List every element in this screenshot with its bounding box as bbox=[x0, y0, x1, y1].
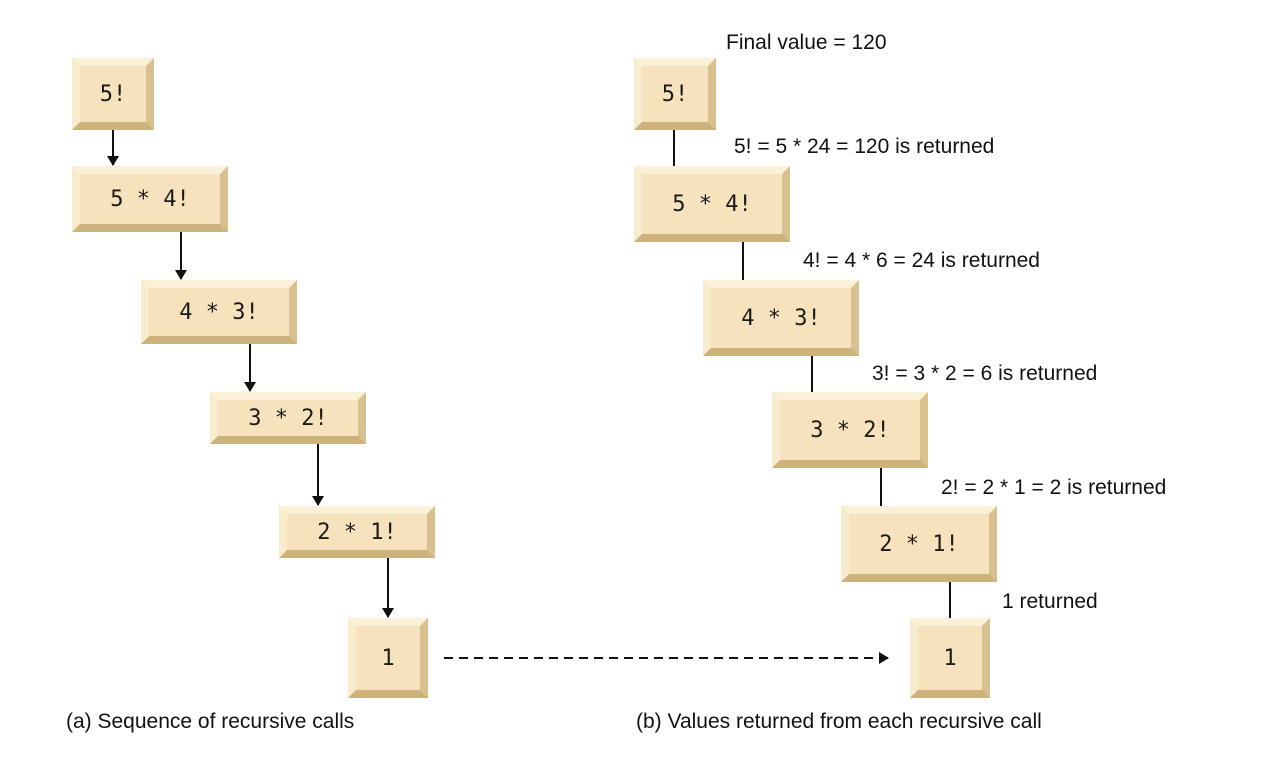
box-label: 1 bbox=[943, 645, 957, 671]
return-box-3-times-2-factorial: 3 * 2! bbox=[772, 392, 928, 468]
return-label-2-factorial: 2! = 2 * 1 = 2 is returned bbox=[941, 476, 1167, 499]
return-box-2-times-1-factorial: 2 * 1! bbox=[841, 506, 997, 582]
call-box-5-factorial: 5! bbox=[72, 58, 154, 130]
caption-panel-a: (a) Sequence of recursive calls bbox=[66, 710, 355, 733]
return-box-1: 1 bbox=[910, 618, 990, 698]
return-label-5-factorial: 5! = 5 * 24 = 120 is returned bbox=[734, 135, 995, 158]
return-box-4-times-3-factorial: 4 * 3! bbox=[703, 280, 859, 356]
box-label: 1 bbox=[381, 645, 395, 671]
return-label-1: 1 returned bbox=[1002, 590, 1098, 613]
box-label: 3 * 2! bbox=[248, 405, 328, 431]
box-label: 3 * 2! bbox=[810, 417, 890, 443]
call-box-3-times-2-factorial: 3 * 2! bbox=[210, 392, 366, 444]
box-label: 5 * 4! bbox=[110, 186, 190, 212]
call-box-2-times-1-factorial: 2 * 1! bbox=[279, 506, 435, 558]
box-label: 4 * 3! bbox=[741, 305, 821, 331]
call-box-5-times-4-factorial: 5 * 4! bbox=[72, 166, 228, 232]
return-box-5-times-4-factorial: 5 * 4! bbox=[634, 166, 790, 242]
final-value-label: Final value = 120 bbox=[726, 31, 887, 54]
return-label-3-factorial: 3! = 3 * 2 = 6 is returned bbox=[872, 362, 1098, 385]
box-label: 2 * 1! bbox=[317, 519, 397, 545]
box-label: 5! bbox=[99, 81, 127, 107]
call-box-1: 1 bbox=[348, 618, 428, 698]
box-label: 5! bbox=[661, 81, 689, 107]
box-label: 4 * 3! bbox=[179, 299, 259, 325]
return-label-4-factorial: 4! = 4 * 6 = 24 is returned bbox=[803, 249, 1040, 272]
box-label: 2 * 1! bbox=[879, 531, 959, 557]
return-box-5-factorial: 5! bbox=[634, 58, 716, 130]
box-label: 5 * 4! bbox=[672, 191, 752, 217]
call-box-4-times-3-factorial: 4 * 3! bbox=[141, 280, 297, 344]
caption-panel-b: (b) Values returned from each recursive … bbox=[636, 710, 1042, 733]
